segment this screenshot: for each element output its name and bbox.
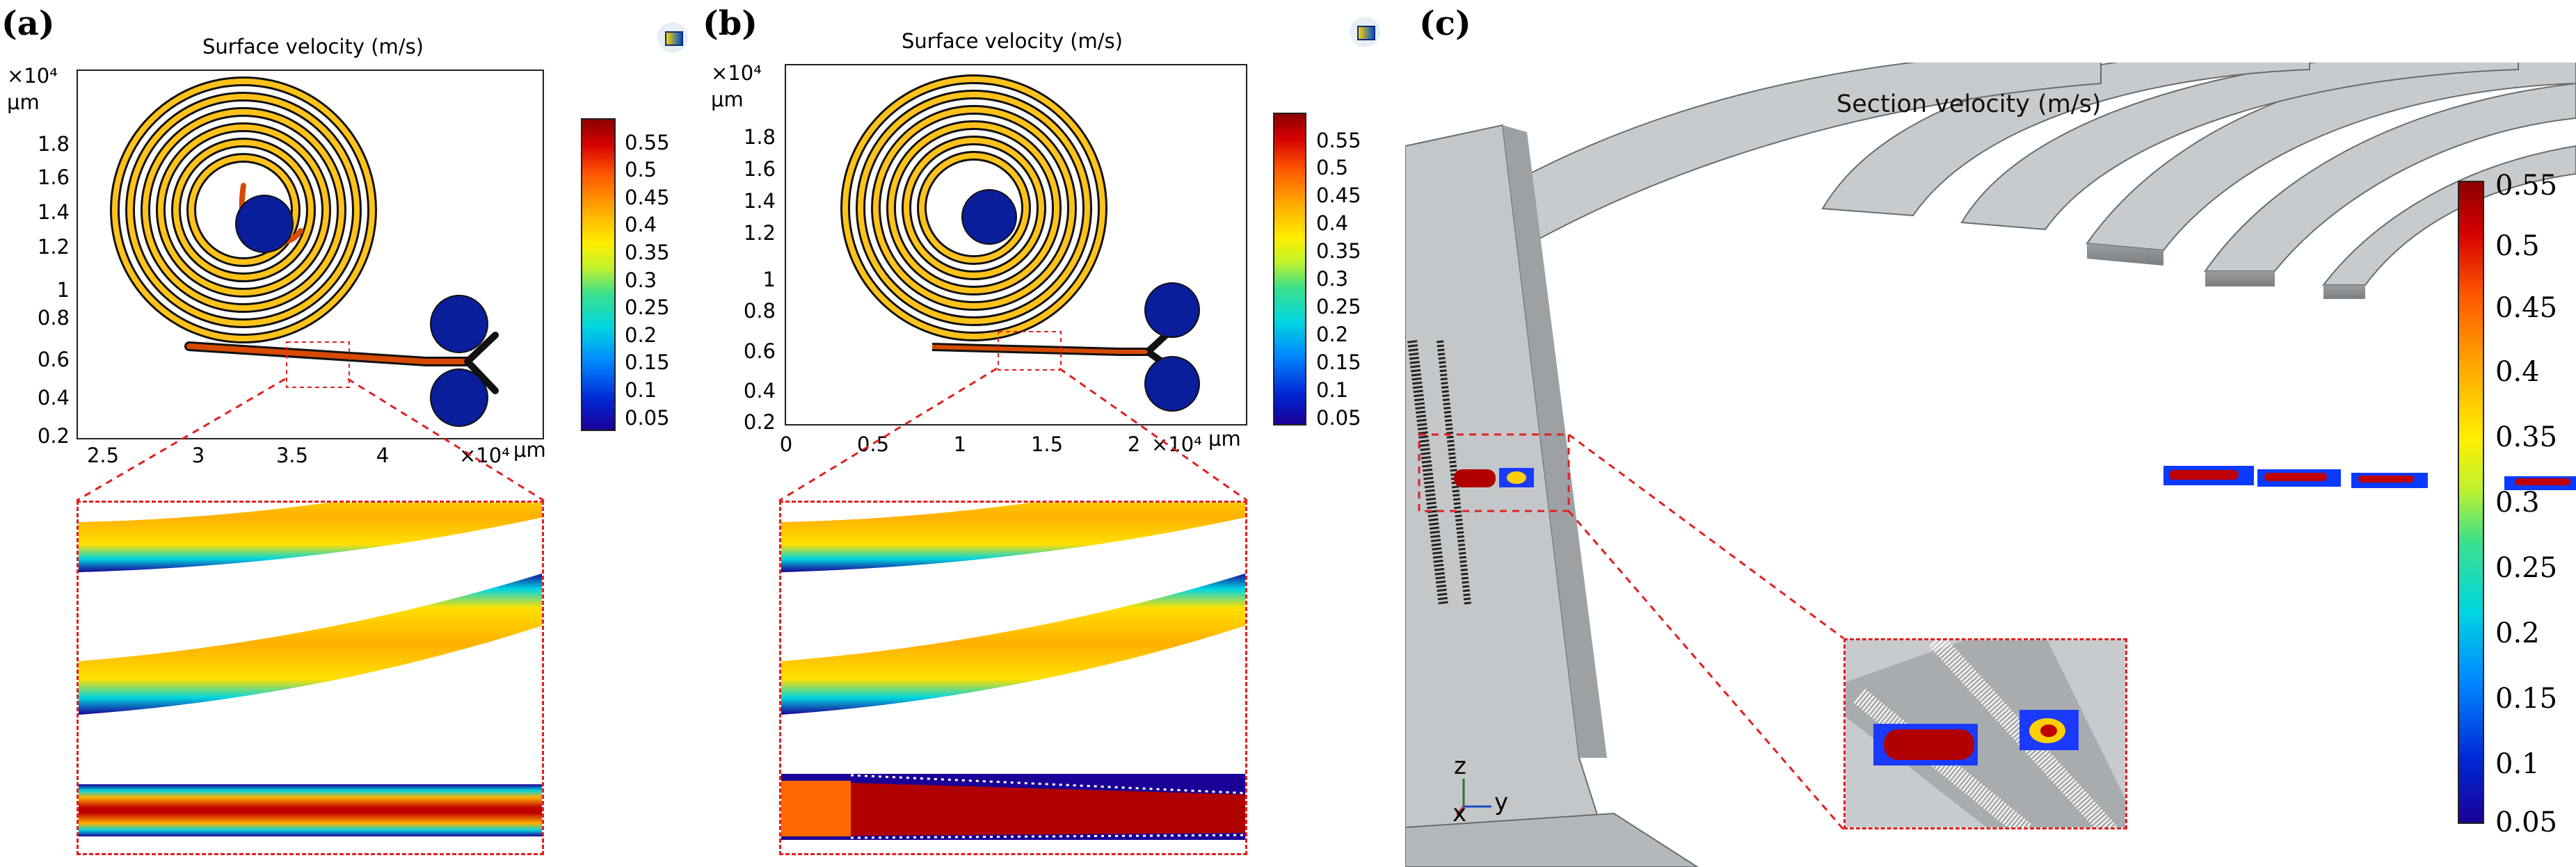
panel-c-cbar-tick: 0.15 xyxy=(2495,683,2558,715)
panel-a-zoom-inset xyxy=(77,501,544,855)
panel-a-cbar-tick: 0.4 xyxy=(625,213,657,236)
panel-c-zoom-inset xyxy=(1843,638,2127,829)
panel-b-ytick: 1.6 xyxy=(743,157,776,181)
panel-a-cbar-tick: 0.05 xyxy=(625,406,670,430)
panel-b-cbar-tick: 0.5 xyxy=(1316,156,1349,179)
panel-c-3d-channels xyxy=(1405,63,2576,867)
panel-b-ytick: 1.8 xyxy=(743,125,776,149)
panel-a-cbar-tick: 0.35 xyxy=(625,241,670,264)
panel-a-x-exponent: ×10⁴ xyxy=(459,444,510,467)
panel-a-xtick: 3.5 xyxy=(275,444,309,467)
panel-c-cbar-tick: 0.4 xyxy=(2495,356,2540,388)
panel-b-ytick: 0.2 xyxy=(743,410,776,434)
panel-a-ytick: 0.8 xyxy=(37,306,70,330)
panel-a-plot-area xyxy=(77,70,544,439)
panel-a-cbar-tick: 0.1 xyxy=(625,378,657,402)
panel-a-cbar-tick: 0.5 xyxy=(625,158,657,181)
panel-b-y-exponent: ×10⁴ xyxy=(711,61,762,85)
panel-b-ytick: 1 xyxy=(762,268,776,291)
panel-b-xtick: 1 xyxy=(953,432,967,456)
panel-a-ytick: 0.4 xyxy=(37,386,70,410)
panel-b-zoom-connectors xyxy=(778,367,1248,502)
panel-b-cbar-tick: 0.55 xyxy=(1316,129,1361,152)
panel-b-cbar-tick: 0.2 xyxy=(1316,323,1349,346)
panel-b-y-unit: μm xyxy=(711,88,744,111)
panel-b-cbar-tick: 0.25 xyxy=(1316,295,1361,318)
panel-c-cbar-tick: 0.55 xyxy=(2495,170,2558,202)
panel-a-cbar-tick: 0.45 xyxy=(625,186,670,209)
panel-a-ytick: 1.6 xyxy=(37,165,70,189)
panel-a-ytick: 1.8 xyxy=(37,132,70,156)
panel-a-xtick: 4 xyxy=(376,444,390,467)
panel-c-axis-z-label: z xyxy=(1454,752,1466,780)
panel-b-cbar-tick: 0.4 xyxy=(1316,211,1349,235)
panel-c-colorbar xyxy=(2458,181,2484,824)
panel-c-cbar-tick: 0.05 xyxy=(2495,807,2558,838)
panel-a-colorbar xyxy=(581,118,616,431)
panel-b-plot-area xyxy=(785,64,1247,426)
panel-b-cbar-tick: 0.35 xyxy=(1316,239,1361,263)
panel-b-zoom-inset xyxy=(779,501,1247,855)
panel-b-cbar-tick: 0.3 xyxy=(1316,267,1349,291)
panel-b-colorbar xyxy=(1273,113,1306,426)
panel-c-title: Section velocity (m/s) xyxy=(1837,90,2102,118)
panel-b-x-unit: μm xyxy=(1208,427,1241,451)
panel-c-cbar-tick: 0.3 xyxy=(2495,487,2540,519)
panel-a-y-exponent: ×10⁴ xyxy=(7,64,58,88)
panel-c-cbar-tick: 0.25 xyxy=(2495,552,2558,584)
panel-b-ytick: 1.4 xyxy=(743,189,776,213)
panel-a-x-unit: μm xyxy=(513,438,546,462)
app-logo-icon xyxy=(657,22,688,53)
panel-b-cbar-tick: 0.1 xyxy=(1316,378,1349,402)
panel-a-ytick: 1.4 xyxy=(37,200,70,224)
panel-b-spiral-svg xyxy=(840,74,1200,412)
app-logo-icon xyxy=(1350,17,1380,47)
panel-a-zoom-connectors xyxy=(76,378,545,502)
panel-a-ytick: 0.6 xyxy=(37,348,70,371)
panel-b-cbar-tick: 0.45 xyxy=(1316,184,1361,207)
panel-a-y-unit: μm xyxy=(7,90,40,114)
panel-a-ytick: 1.2 xyxy=(37,235,70,259)
panel-b-cbar-tick: 0.05 xyxy=(1316,406,1361,430)
panel-b-title: Surface velocity (m/s) xyxy=(901,29,1123,53)
panel-c-axis-y-label: y xyxy=(1494,788,1509,816)
panel-a-title: Surface velocity (m/s) xyxy=(202,35,424,58)
panel-a-xtick: 3 xyxy=(191,444,205,467)
panel-c-cbar-tick: 0.5 xyxy=(2495,230,2540,262)
panel-c-cbar-tick: 0.1 xyxy=(2495,748,2540,780)
panel-b-ytick: 0.4 xyxy=(743,379,776,403)
panel-c-label: (c) xyxy=(1419,4,1471,43)
panel-c-cbar-tick: 0.35 xyxy=(2495,421,2558,453)
panel-b-ytick: 0.6 xyxy=(743,339,776,363)
panel-b-ytick: 0.8 xyxy=(743,299,776,323)
panel-a-xtick: 2.5 xyxy=(86,444,120,467)
panel-c-axis-triad xyxy=(1455,779,1491,816)
panel-b-xtick: 2 xyxy=(1127,432,1141,456)
panel-a-cbar-tick: 0.55 xyxy=(625,131,670,154)
panel-a-cbar-tick: 0.15 xyxy=(625,350,670,374)
panel-b-label: (b) xyxy=(703,4,758,43)
panel-b-xtick: 1.5 xyxy=(1030,432,1064,456)
panel-a-cbar-tick: 0.3 xyxy=(625,268,657,292)
panel-c-axis-x-label: x xyxy=(1453,800,1467,827)
panel-b-xtick: 0 xyxy=(779,432,793,456)
panel-c-cbar-tick: 0.45 xyxy=(2495,292,2558,324)
panel-c-cbar-tick: 0.2 xyxy=(2495,617,2540,649)
panel-a-spiral-svg xyxy=(110,76,499,427)
panel-a-ytick: 0.2 xyxy=(37,424,70,448)
panel-a-ytick: 1 xyxy=(56,278,70,302)
panel-a-label: (a) xyxy=(1,4,55,43)
panel-a-cbar-tick: 0.25 xyxy=(625,295,670,319)
panel-b-cbar-tick: 0.15 xyxy=(1316,350,1361,374)
panel-a-cbar-tick: 0.2 xyxy=(625,323,657,347)
panel-b-ytick: 1.2 xyxy=(743,221,776,245)
